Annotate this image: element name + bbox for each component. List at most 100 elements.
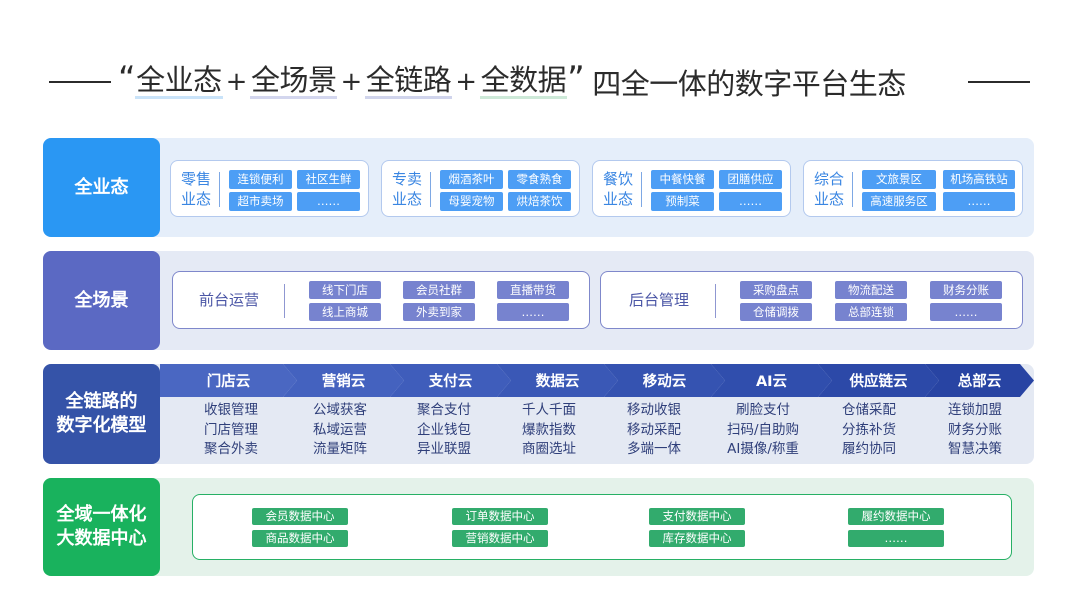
title-keyword-scenes: 全场景 — [249, 62, 338, 99]
format-tag: 社区生鲜 — [297, 170, 360, 189]
cloud-item: 爆款指数 — [522, 421, 576, 438]
format-tag: 烟酒茶叶 — [440, 170, 503, 189]
layer-formats-label: 全业态 — [43, 138, 160, 237]
title-text: “ 全业态 + 全场景 + 全链路 + 全数据 ” 四全一体的数字平台生态 — [118, 60, 906, 104]
scene-tag: 仓储调拨 — [740, 303, 812, 321]
cloud-supply-chain-chevron: 供应链云 — [818, 364, 939, 397]
format-tag: …… — [943, 192, 1015, 211]
cloud-item: 多端一体 — [627, 441, 681, 457]
cloud-item: 私域运营 — [313, 421, 367, 438]
scene-group-divider — [284, 284, 285, 318]
scene-tag: …… — [930, 303, 1002, 321]
cloud-item: 公域获客 — [313, 402, 367, 418]
scene-tag: …… — [497, 303, 569, 321]
title-left-rule — [49, 81, 111, 83]
data-center-tag: 商品数据中心 — [252, 530, 348, 547]
format-group-retail: 零售 业态 连锁便利 社区生鲜 超市卖场 …… — [170, 160, 369, 217]
scene-group-name: 后台管理 — [629, 291, 690, 309]
cloud-mobile-chevron: 移动云 — [604, 364, 725, 397]
data-center-tag: 履约数据中心 — [848, 508, 944, 525]
scene-tag: 采购盘点 — [740, 281, 812, 299]
title-rest: 四全一体的数字平台生态 — [592, 67, 906, 101]
format-group-name: 综合 业态 — [813, 170, 844, 208]
format-tag: 超市卖场 — [229, 192, 292, 211]
format-group-catering: 餐饮 业态 中餐快餐 团膳供应 预制菜 …… — [592, 160, 791, 217]
scene-tag: 直播带货 — [497, 281, 569, 299]
cloud-supply-chain-items: 仓储采配 分拣补货 履约协同 — [814, 401, 924, 460]
format-group-name: 餐饮 业态 — [602, 170, 633, 208]
data-center-tag: 支付数据中心 — [649, 508, 745, 525]
scene-tag: 外卖到家 — [403, 303, 475, 321]
cloud-item: 移动收银 — [627, 402, 681, 418]
title-plus: + — [340, 67, 362, 97]
layer-chain: 全链路的 数字化模型 门店云 营销云 支付云 数据云 移动云 AI云 供应链云 … — [43, 364, 1034, 464]
cloud-ai-chevron: AI云 — [711, 364, 832, 397]
format-tag: 预制菜 — [651, 192, 714, 211]
scene-tag: 线上商城 — [309, 303, 381, 321]
format-group-divider — [430, 172, 431, 207]
cloud-marketing-chevron: 营销云 — [283, 364, 404, 397]
cloud-item: 聚合外卖 — [204, 441, 258, 457]
data-center-tag: 订单数据中心 — [452, 508, 548, 525]
cloud-item: 分拣补货 — [842, 421, 896, 438]
title-open-quote: “ — [118, 59, 136, 99]
format-tag: 中餐快餐 — [651, 170, 714, 189]
cloud-headquarters-chevron: 总部云 — [925, 364, 1034, 397]
format-group-name: 零售 业态 — [180, 170, 211, 208]
layer-scenes-label: 全场景 — [43, 251, 160, 350]
format-tag: 零食熟食 — [508, 170, 571, 189]
data-center-box: 会员数据中心 商品数据中心 订单数据中心 营销数据中心 支付数据中心 库存数据中… — [192, 494, 1012, 560]
page-title: “ 全业态 + 全场景 + 全链路 + 全数据 ” 四全一体的数字平台生态 — [0, 60, 1080, 104]
cloud-item: 移动采配 — [627, 421, 681, 438]
cloud-item: 连锁加盟 — [948, 402, 1002, 418]
scene-tag: 财务分账 — [930, 281, 1002, 299]
cloud-item: 企业钱包 — [417, 421, 471, 438]
format-tag: 烘焙茶饮 — [508, 192, 571, 211]
cloud-item: 履约协同 — [842, 441, 896, 457]
cloud-data-chevron: 数据云 — [497, 364, 618, 397]
format-tag: 机场高铁站 — [943, 170, 1015, 189]
format-tag: 母婴宠物 — [440, 192, 503, 211]
layer-chain-label: 全链路的 数字化模型 — [43, 364, 160, 464]
cloud-store-items: 收银管理 门店管理 聚合外卖 — [176, 401, 286, 460]
cloud-payment-chevron: 支付云 — [390, 364, 511, 397]
layer-formats: 全业态 零售 业态 连锁便利 社区生鲜 超市卖场 …… 专卖 业态 烟酒茶叶 零… — [43, 138, 1034, 237]
cloud-item: 财务分账 — [948, 421, 1002, 438]
format-tag: 连锁便利 — [229, 170, 292, 189]
title-close-quote: ” — [567, 59, 585, 99]
format-tag: …… — [297, 192, 360, 211]
format-tag: 团膳供应 — [719, 170, 782, 189]
format-group-divider — [641, 172, 642, 207]
cloud-item: 商圈选址 — [522, 441, 576, 457]
scene-group-backend: 后台管理 采购盘点 物流配送 财务分账 仓储调拨 总部连锁 …… — [600, 271, 1023, 329]
cloud-data-items: 千人千面 爆款指数 商圈选址 — [494, 401, 604, 460]
cloud-item: 智慧决策 — [948, 441, 1002, 457]
cloud-item: 收银管理 — [204, 402, 258, 418]
cloud-mobile-items: 移动收银 移动采配 多端一体 — [599, 401, 709, 460]
scene-group-frontend: 前台运营 线下门店 会员社群 直播带货 线上商城 外卖到家 …… — [172, 271, 590, 329]
format-group-divider — [852, 172, 853, 207]
title-keyword-data: 全数据 — [479, 62, 568, 99]
format-group-complex: 综合 业态 文旅景区 机场高铁站 高速服务区 …… — [803, 160, 1023, 217]
title-keyword-chain: 全链路 — [364, 62, 453, 99]
cloud-item: 流量矩阵 — [313, 441, 367, 457]
format-group-divider — [219, 172, 220, 207]
cloud-item: 扫码/自助购 — [726, 421, 800, 438]
data-center-tag: 会员数据中心 — [252, 508, 348, 525]
cloud-ai-items: 刷脸支付 扫码/自助购 AI摄像/称重 — [708, 401, 818, 460]
cloud-item: 千人千面 — [522, 402, 576, 418]
title-plus: + — [225, 67, 248, 97]
cloud-item: 异业联盟 — [417, 441, 471, 457]
scene-tag: 总部连锁 — [835, 303, 907, 321]
format-tag: …… — [719, 192, 782, 211]
scene-tag: 物流配送 — [835, 281, 907, 299]
data-center-tag: 营销数据中心 — [452, 530, 548, 547]
data-center-tag: 库存数据中心 — [649, 530, 745, 547]
cloud-headquarters-items: 连锁加盟 财务分账 智慧决策 — [920, 401, 1030, 460]
scene-group-name: 前台运营 — [199, 291, 260, 309]
layer-data-label: 全域一体化 大数据中心 — [43, 478, 160, 576]
scene-tag: 会员社群 — [403, 281, 475, 299]
scene-group-divider — [715, 284, 716, 318]
cloud-store-chevron: 门店云 — [160, 364, 297, 397]
layer-scenes: 全场景 前台运营 线下门店 会员社群 直播带货 线上商城 外卖到家 …… 后台管… — [43, 251, 1034, 350]
